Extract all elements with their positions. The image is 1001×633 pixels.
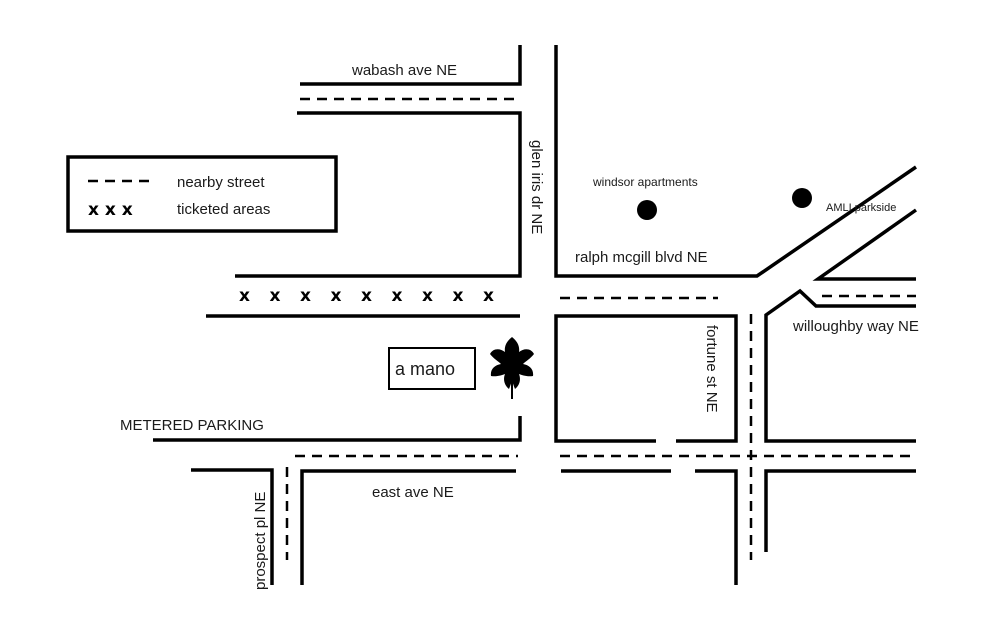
wabash-north-curb bbox=[300, 45, 522, 86]
amli-label: AMLI parkside bbox=[826, 202, 896, 214]
glen-iris-label: glen iris dr NE bbox=[528, 140, 545, 234]
prospect-west-curb bbox=[191, 468, 274, 585]
east-ave-south-curb-segment-b bbox=[695, 469, 738, 585]
east-ave-north-curb bbox=[153, 416, 522, 442]
ralph-mcgill-east-curb bbox=[812, 208, 918, 281]
wabash-ave: wabash ave NE bbox=[235, 45, 522, 278]
legend-box bbox=[66, 155, 338, 233]
ticket-x-mark: x bbox=[483, 286, 494, 306]
ralph-mcgill-label: ralph mcgill blvd NE bbox=[575, 249, 708, 266]
willoughby-south-curb bbox=[764, 288, 916, 443]
ralph-mcgill-blvd: ralph mcgill blvd NE bbox=[560, 208, 918, 300]
metered-parking-label: METERED PARKING bbox=[120, 417, 264, 434]
windsor-apartments-marker[interactable]: windsor apartments bbox=[592, 175, 698, 220]
willoughby-label: willoughby way NE bbox=[792, 318, 919, 335]
east-ave-south-curb bbox=[300, 469, 516, 585]
east-ave-south-curb-segment-c bbox=[764, 469, 916, 552]
willoughby-way: willoughby way NE bbox=[749, 288, 919, 560]
fortune-block: fortune st NE bbox=[554, 314, 738, 443]
east-ave-label: east ave NE bbox=[372, 484, 454, 501]
prospect-pl: prospect pl NE bbox=[191, 467, 289, 590]
east-ave: METERED PARKING east ave NE bbox=[120, 416, 916, 585]
fortune-st-label: fortune st NE bbox=[703, 325, 720, 413]
prospect-label: prospect pl NE bbox=[252, 492, 269, 590]
windsor-label: windsor apartments bbox=[592, 175, 698, 189]
amli-circle-icon bbox=[792, 188, 812, 208]
wabash-south-curb bbox=[235, 111, 522, 278]
fig-leaf-icon bbox=[490, 337, 534, 399]
legend: nearby street x x x ticketed areas bbox=[66, 155, 338, 233]
wabash-label: wabash ave NE bbox=[351, 62, 457, 79]
ticket-x-mark: x bbox=[453, 286, 464, 306]
a-mano-label: a mano bbox=[395, 359, 455, 379]
glen-iris-east-curb bbox=[554, 45, 917, 278]
windsor-circle-icon bbox=[637, 200, 657, 220]
legend-nearby-street-label: nearby street bbox=[177, 174, 265, 191]
glen-iris-dr: glen iris dr NE bbox=[528, 45, 917, 278]
legend-ticketed-areas-label: ticketed areas bbox=[177, 201, 270, 218]
a-mano-box bbox=[388, 347, 476, 390]
fortune-block-outline bbox=[554, 314, 738, 443]
ticket-x-mark: x bbox=[422, 286, 433, 306]
ticket-x-mark: x bbox=[300, 286, 311, 306]
ticket-x-mark: x bbox=[392, 286, 403, 306]
ticket-x-mark: x bbox=[270, 286, 281, 306]
a-mano-location[interactable]: a mano bbox=[388, 337, 534, 399]
amli-parkside-marker[interactable]: AMLI parkside bbox=[792, 188, 896, 214]
ticket-x-mark: x bbox=[361, 286, 372, 306]
legend-ticketed-symbol-icon: x x x bbox=[88, 200, 133, 220]
ticket-x-mark: x bbox=[239, 286, 250, 306]
ticket-x-mark: x bbox=[331, 286, 342, 306]
